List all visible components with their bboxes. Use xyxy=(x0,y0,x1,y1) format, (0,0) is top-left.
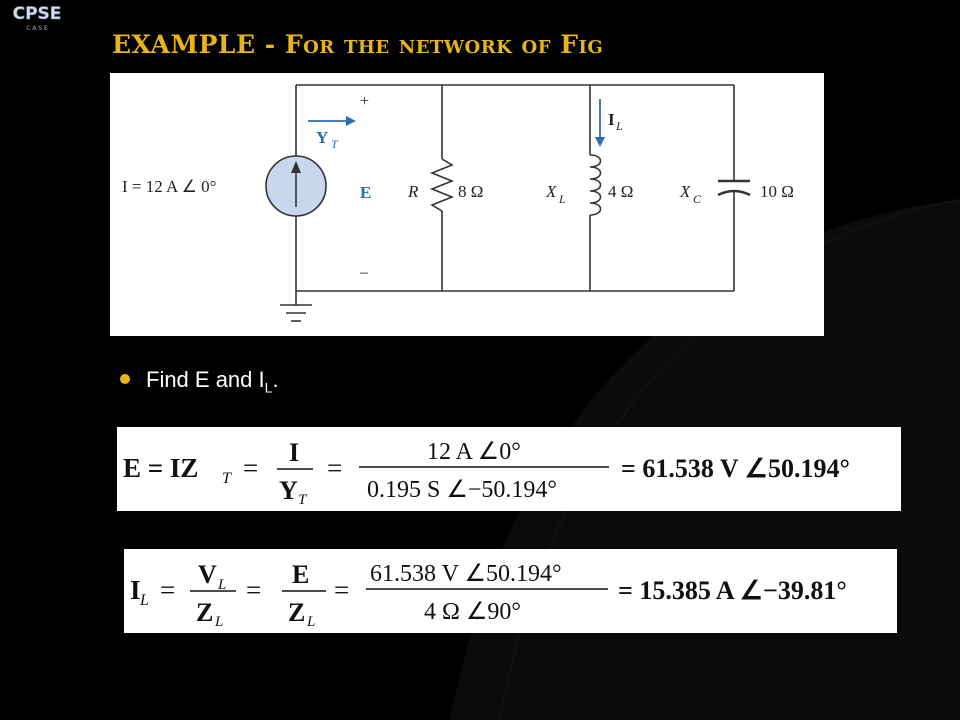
eq1-f1-den-sub: T xyxy=(298,492,308,508)
bullet-sub: L xyxy=(264,379,273,396)
eq2-f2-den-sub: L xyxy=(306,614,315,630)
eq2-eq1: = xyxy=(160,575,175,605)
eq2-f1-num: V xyxy=(198,560,217,589)
minus-sign: – xyxy=(359,264,369,281)
eq2-f1-num-sub: L xyxy=(217,577,226,593)
yt-arrow-icon xyxy=(346,116,356,126)
bullet-text: Find E and I xyxy=(146,367,265,392)
bullet-item: Find E and IL. xyxy=(120,367,279,395)
xl-sub: L xyxy=(558,192,566,206)
eq2-result: = 15.385 A ∠−39.81° xyxy=(618,576,847,605)
r-label: R xyxy=(407,182,419,201)
eq1-f2-num: 12 A ∠0° xyxy=(427,439,521,465)
eq2-lhs: I xyxy=(130,575,141,605)
il-sub: L xyxy=(615,119,623,133)
eq2-f1-den: Z xyxy=(196,598,213,627)
plus-sign: + xyxy=(360,93,369,110)
il-arrow-icon xyxy=(595,137,605,147)
xl-value: 4 Ω xyxy=(608,182,633,201)
circuit-diagram: I = 12 A ∠ 0° Y T + – E R 8 Ω X L 4 Ω I … xyxy=(110,73,824,336)
eq1-result: = 61.538 V ∠50.194° xyxy=(621,454,850,483)
eq1-f2-den: 0.195 S ∠−50.194° xyxy=(367,477,557,503)
eq2-f1-den-sub: L xyxy=(214,614,223,630)
eq1-lhs-sub: T xyxy=(222,470,232,487)
slide-title: EXAMPLE - For the network of Fig xyxy=(112,30,604,59)
xc-label: X xyxy=(679,182,691,201)
eq2-f2-den: Z xyxy=(288,598,305,627)
eq2-lhs-sub: L xyxy=(139,592,149,609)
eq2-f3-den: 4 Ω ∠90° xyxy=(424,599,521,625)
eq1-lhs: E = IZ xyxy=(123,453,198,483)
logo-text: CPSE xyxy=(13,4,62,24)
e-label: E xyxy=(360,183,371,202)
il-label: I xyxy=(608,110,615,129)
eq2-f2-num: E xyxy=(292,560,309,589)
eq1-eq1: = xyxy=(243,453,258,483)
xc-sub: C xyxy=(693,192,702,206)
bullet-icon xyxy=(120,374,130,385)
eq2-eq2: = xyxy=(246,575,261,605)
eq1-f1-num: I xyxy=(289,438,299,467)
source-label: I = 12 A ∠ 0° xyxy=(122,177,216,196)
eq1-eq2: = xyxy=(327,453,342,483)
eq1-f1-den: Y xyxy=(279,476,298,505)
equation-e: E = IZ T = I Y T = 12 A ∠0° 0.195 S ∠−50… xyxy=(117,427,901,511)
equation-il: I L = V L Z L = E Z L = 61.538 V ∠50.194… xyxy=(124,549,897,633)
eq2-f3-num: 61.538 V ∠50.194° xyxy=(370,561,562,587)
xl-label: X xyxy=(545,182,557,201)
bullet-tail: . xyxy=(272,367,279,392)
logo: CPSE C A S E xyxy=(0,0,74,34)
logo-subtext: C A S E xyxy=(26,25,48,32)
xc-value: 10 Ω xyxy=(760,182,794,201)
yt-sub: T xyxy=(331,137,339,151)
eq2-eq3: = xyxy=(334,575,349,605)
yt-label: Y xyxy=(316,128,328,147)
r-value: 8 Ω xyxy=(458,182,483,201)
